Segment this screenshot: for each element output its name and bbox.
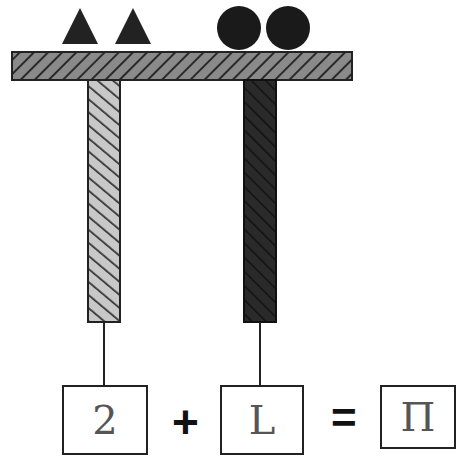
- dark-post: [244, 80, 276, 322]
- operator-sign: =: [331, 396, 357, 440]
- answer-box: Π: [380, 385, 456, 449]
- crossbar: [12, 52, 352, 80]
- answer-box: 2: [62, 385, 148, 455]
- circle-symbol: [217, 6, 261, 50]
- handwritten-number: Π: [401, 397, 436, 437]
- triangle-symbol: [62, 8, 98, 44]
- answer-box: L: [220, 385, 304, 455]
- triangle-symbol: [115, 8, 151, 44]
- leader-line: [259, 322, 261, 385]
- handwritten-number: L: [249, 400, 276, 440]
- light-post: [88, 80, 120, 322]
- handwritten-number: 2: [92, 400, 117, 440]
- leader-line: [103, 322, 105, 385]
- circle-symbol: [266, 6, 310, 50]
- operator-sign: +: [172, 399, 199, 445]
